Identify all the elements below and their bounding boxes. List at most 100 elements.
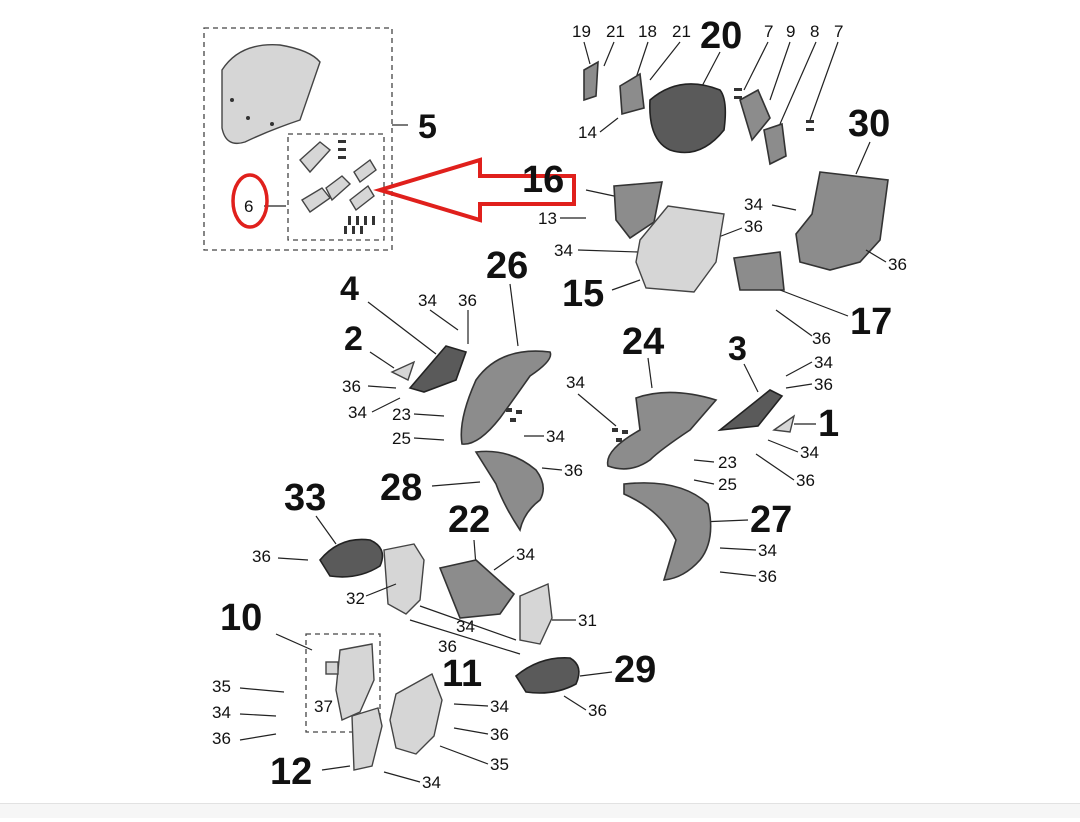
callout-5: 5 bbox=[418, 108, 437, 146]
callout-34i: 34 bbox=[800, 443, 819, 462]
callout-29: 29 bbox=[614, 649, 656, 691]
callout-36e: 36 bbox=[458, 291, 477, 310]
callout-4: 4 bbox=[340, 270, 359, 308]
part-10-bracket bbox=[335, 643, 375, 721]
part-11 bbox=[389, 672, 443, 755]
part-2 bbox=[390, 360, 416, 381]
group-5-windscreen-kit: 5 6 bbox=[203, 27, 437, 251]
callout-12: 12 bbox=[270, 751, 312, 793]
callout-36k: 36 bbox=[252, 547, 271, 566]
callout-34d: 34 bbox=[418, 291, 437, 310]
callout-3: 3 bbox=[728, 330, 747, 368]
part-24 bbox=[606, 391, 718, 470]
callout-36d: 36 bbox=[812, 329, 831, 348]
callout-16: 16 bbox=[522, 159, 564, 201]
callout-36l: 36 bbox=[438, 637, 457, 656]
callout-36j: 36 bbox=[758, 567, 777, 586]
callout-36b: 36 bbox=[744, 217, 763, 236]
callout-34g: 34 bbox=[546, 427, 565, 446]
callout-37: 37 bbox=[314, 697, 333, 716]
callout-2: 2 bbox=[344, 320, 363, 358]
windscreen-part bbox=[221, 44, 321, 145]
callout-30: 30 bbox=[848, 103, 890, 145]
callout-34o: 34 bbox=[422, 773, 441, 792]
upper-right-cluster: 19 21 18 21 20 7 9 8 7 14 30 34 36 16 13… bbox=[522, 15, 907, 348]
group-10-box bbox=[305, 633, 381, 733]
callout-26: 26 bbox=[486, 245, 528, 287]
callout-25: 25 bbox=[392, 429, 411, 448]
callout-34k: 34 bbox=[516, 545, 535, 564]
callout-36h: 36 bbox=[796, 471, 815, 490]
callout-36o: 36 bbox=[490, 725, 509, 744]
callout-28: 28 bbox=[380, 467, 422, 509]
callout-36m: 36 bbox=[212, 729, 231, 748]
callout-34m: 34 bbox=[212, 703, 231, 722]
part-15 bbox=[635, 205, 725, 293]
part-28 bbox=[474, 450, 544, 533]
callout-35b: 35 bbox=[490, 755, 509, 774]
callout-34l: 34 bbox=[456, 617, 475, 636]
callout-14: 14 bbox=[578, 123, 597, 142]
callout-10: 10 bbox=[220, 597, 262, 639]
lower-middle-cluster: 36 28 27 34 36 33 36 32 22 34 34 31 36 bbox=[252, 450, 792, 656]
callout-34b: 34 bbox=[744, 195, 763, 214]
part-27 bbox=[623, 482, 712, 581]
part-4 bbox=[408, 345, 468, 393]
callout-36c: 36 bbox=[888, 255, 907, 274]
part-31 bbox=[519, 582, 553, 645]
callout-9: 9 bbox=[786, 22, 795, 41]
callout-6: 6 bbox=[244, 197, 253, 216]
callout-36n: 36 bbox=[588, 701, 607, 720]
callout-34j: 34 bbox=[758, 541, 777, 560]
callout-18: 18 bbox=[638, 22, 657, 41]
callout-23: 23 bbox=[392, 405, 411, 424]
part-1 bbox=[772, 414, 796, 433]
callout-23b: 23 bbox=[718, 453, 737, 472]
part-12 bbox=[351, 707, 383, 771]
part-32 bbox=[383, 543, 425, 615]
callout-32: 32 bbox=[346, 589, 365, 608]
callout-20: 20 bbox=[700, 15, 742, 57]
callout-11: 11 bbox=[442, 653, 482, 695]
part-29 bbox=[514, 657, 580, 694]
part-17 bbox=[733, 251, 785, 291]
part-16 bbox=[613, 181, 663, 240]
callout-36g: 36 bbox=[814, 375, 833, 394]
callout-15: 15 bbox=[562, 273, 604, 315]
callout-6-highlight-circle bbox=[231, 173, 269, 229]
callout-21: 21 bbox=[606, 22, 625, 41]
part-20 bbox=[649, 83, 727, 154]
callout-17: 17 bbox=[850, 301, 892, 343]
callout-33: 33 bbox=[284, 477, 326, 519]
callout-25b: 25 bbox=[718, 475, 737, 494]
callout-36f: 36 bbox=[342, 377, 361, 396]
callout-8: 8 bbox=[810, 22, 819, 41]
part-33 bbox=[319, 538, 384, 578]
callout-36i: 36 bbox=[564, 461, 583, 480]
lower-left-cluster: 10 37 35 34 36 12 34 11 34 36 35 29 36 bbox=[212, 597, 656, 793]
callout-27: 27 bbox=[750, 499, 792, 541]
part-30 bbox=[795, 171, 889, 271]
callout-34h: 34 bbox=[814, 353, 833, 372]
callout-24: 24 bbox=[622, 321, 664, 363]
callout-34f: 34 bbox=[566, 373, 585, 392]
part-3 bbox=[717, 389, 784, 432]
callout-35: 35 bbox=[212, 677, 231, 696]
callout-31: 31 bbox=[578, 611, 597, 630]
part-26 bbox=[460, 350, 552, 445]
callout-7b: 7 bbox=[834, 22, 843, 41]
callout-34: 34 bbox=[554, 241, 573, 260]
callout-19: 19 bbox=[572, 22, 591, 41]
group-5-box bbox=[203, 27, 393, 251]
callout-34n: 34 bbox=[490, 697, 509, 716]
callout-22: 22 bbox=[448, 499, 490, 541]
part-22 bbox=[438, 559, 516, 619]
callout-21b: 21 bbox=[672, 22, 691, 41]
bottom-scroll-strip bbox=[0, 803, 1080, 818]
callout-34e: 34 bbox=[348, 403, 367, 422]
callout-1: 1 bbox=[818, 403, 839, 445]
callout-13: 13 bbox=[538, 209, 557, 228]
highlight-arrow bbox=[373, 157, 576, 223]
middle-cluster: 4 34 36 2 36 34 23 25 26 34 34 24 3 34 3… bbox=[340, 245, 839, 494]
